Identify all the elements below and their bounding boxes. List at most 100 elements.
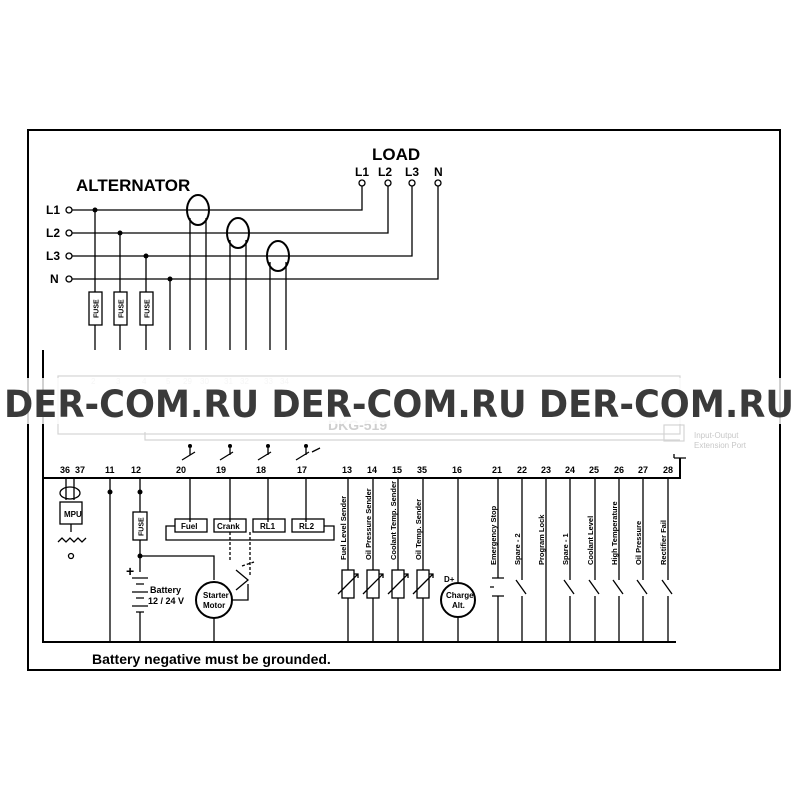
svg-text:20: 20 — [176, 465, 186, 475]
svg-text:Fuel: Fuel — [181, 522, 197, 531]
load-terminal-n — [434, 179, 442, 187]
battery-plus: + — [126, 563, 134, 579]
svg-text:14: 14 — [367, 465, 377, 475]
svg-text:D+: D+ — [444, 575, 455, 584]
svg-text:Program Lock: Program Lock — [537, 514, 546, 565]
svg-text:Spare - 1: Spare - 1 — [561, 533, 570, 565]
svg-text:25: 25 — [589, 465, 599, 475]
mpu-sensor: MPU — [57, 478, 87, 560]
alt-terminal-l1 — [65, 206, 73, 214]
extension-port: Input-Output Extension Port — [663, 424, 747, 450]
svg-text:Oil Pressure Sender: Oil Pressure Sender — [364, 488, 373, 560]
svg-text:17: 17 — [297, 465, 307, 475]
svg-text:21: 21 — [492, 465, 502, 475]
load-terminal-l2 — [384, 179, 392, 187]
svg-text:Charge: Charge — [446, 591, 474, 600]
svg-text:Spare - 2: Spare - 2 — [513, 533, 522, 565]
sender-oil-pressure: Oil Pressure Sender — [362, 478, 384, 642]
voltage-sense-wiring — [94, 210, 171, 350]
sender-oil-temp: Oil Temp. Sender — [412, 478, 434, 642]
current-transformers — [186, 194, 290, 350]
relay-fuel: Fuel — [174, 518, 208, 533]
svg-text:Alt.: Alt. — [452, 601, 465, 610]
ground-rail — [42, 478, 676, 643]
svg-text:Motor: Motor — [203, 601, 225, 610]
sender-fuel-level: Fuel Level Sender — [337, 478, 359, 642]
svg-text:Extension Port: Extension Port — [694, 441, 747, 450]
svg-text:18: 18 — [256, 465, 266, 475]
svg-text:High Temperature: High Temperature — [610, 501, 619, 565]
alt-terminal-l2 — [65, 229, 73, 237]
input-spare-1: Spare - 1 — [561, 478, 575, 642]
junction-dots — [92, 207, 173, 282]
svg-text:FUSE: FUSE — [94, 299, 101, 318]
battery-label: Battery — [150, 585, 181, 595]
alt-phase-l1: L1 — [46, 203, 60, 217]
alt-phase-l3: L3 — [46, 249, 60, 263]
watermark-band — [0, 378, 800, 424]
load-terminal-l1 — [358, 179, 366, 187]
svg-text:Oil Temp. Sender: Oil Temp. Sender — [414, 499, 423, 560]
relay-rl2: RL2 — [291, 518, 325, 533]
fuse-l3: FUSE — [139, 291, 154, 326]
relay-contacts — [181, 444, 321, 461]
svg-text:35: 35 — [417, 465, 427, 475]
svg-text:28: 28 — [663, 465, 673, 475]
current-transformer-l3 — [266, 240, 290, 272]
svg-text:24: 24 — [565, 465, 575, 475]
svg-text:19: 19 — [216, 465, 226, 475]
relay-rl1: RL1 — [252, 518, 286, 533]
load-terminal-l3 — [408, 179, 416, 187]
svg-text:Emergency Stop: Emergency Stop — [489, 505, 498, 565]
phase-buses — [72, 186, 439, 280]
alt-phase-l2: L2 — [46, 226, 60, 240]
alternator-title: ALTERNATOR — [76, 176, 190, 195]
svg-text:36: 36 — [60, 465, 70, 475]
input-program-lock: Program Lock — [537, 478, 547, 642]
svg-text:13: 13 — [342, 465, 352, 475]
alt-phase-n: N — [50, 272, 59, 286]
svg-text:15: 15 — [392, 465, 402, 475]
fuse-l2: FUSE — [113, 291, 128, 326]
svg-text:FUSE: FUSE — [119, 299, 126, 318]
svg-text:11: 11 — [105, 465, 115, 475]
input-emergency-stop: Emergency Stop — [489, 478, 504, 642]
svg-text:37: 37 — [75, 465, 85, 475]
load-phase-l1: L1 — [355, 165, 369, 179]
watermark-text: DER-COM.RU DER-COM.RU DER-COM.RU — [4, 383, 794, 426]
svg-text:26: 26 — [614, 465, 624, 475]
starter-motor: Starter Motor — [195, 581, 249, 642]
svg-text:Coolant Temp. Sender: Coolant Temp. Sender — [389, 481, 398, 560]
input-oil-pressure: Oil Pressure — [634, 478, 648, 642]
input-rectifier-fail: Rectifier Fail — [659, 478, 673, 642]
svg-text:Coolant Level: Coolant Level — [586, 516, 595, 565]
svg-text:23: 23 — [541, 465, 551, 475]
svg-text:Crank: Crank — [217, 522, 240, 531]
svg-text:Input-Output: Input-Output — [694, 431, 739, 440]
analog-senders: Fuel Level Sender Oil Pressure Sender Co… — [337, 478, 434, 642]
svg-text:FUSE: FUSE — [145, 299, 152, 318]
svg-text:Oil Pressure: Oil Pressure — [634, 521, 643, 565]
alt-terminal-n — [65, 275, 73, 283]
battery-voltage: 12 / 24 V — [148, 596, 184, 606]
svg-text:Fuel Level Sender: Fuel Level Sender — [339, 496, 348, 560]
battery-circuit: FUSE + Battery 12 / 24 V — [126, 478, 215, 642]
load-phase-l2: L2 — [378, 165, 392, 179]
svg-text:16: 16 — [452, 465, 462, 475]
svg-text:27: 27 — [638, 465, 648, 475]
digital-inputs: Emergency Stop Spare - 2 Program Lock Sp… — [489, 478, 673, 642]
load-phase-l3: L3 — [405, 165, 419, 179]
battery-fuse-label: FUSE — [139, 517, 146, 536]
svg-text:22: 22 — [517, 465, 527, 475]
svg-text:Starter: Starter — [203, 591, 229, 600]
sender-coolant-temp: Coolant Temp. Sender — [387, 478, 409, 642]
svg-text:12: 12 — [131, 465, 141, 475]
svg-text:RL2: RL2 — [299, 522, 315, 531]
load-phase-n: N — [434, 165, 443, 179]
input-high-temperature: High Temperature — [610, 478, 624, 642]
current-transformer-l1 — [186, 194, 210, 226]
charge-alternator: D+ Charge Alt. — [440, 478, 476, 642]
fuse-l1: FUSE — [88, 291, 103, 326]
load-title: LOAD — [372, 145, 420, 164]
